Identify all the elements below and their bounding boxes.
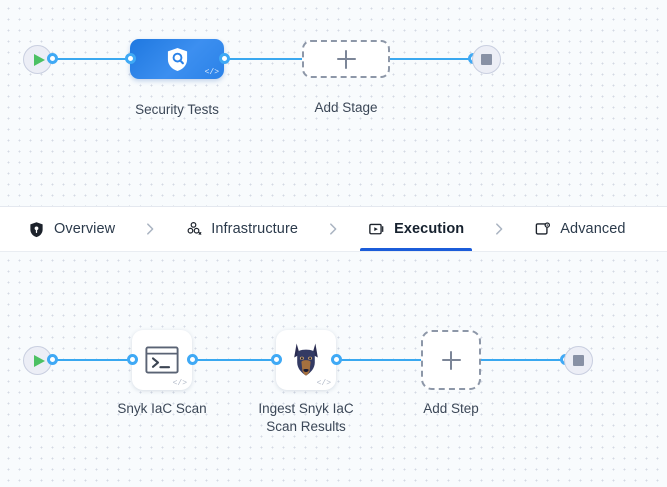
start-output-port[interactable] [47, 53, 58, 64]
terminal-icon [145, 346, 179, 374]
steps-canvas[interactable]: </> Snyk IaC Scan </> [0, 252, 667, 487]
wire-security-tests-to-add-stage [220, 58, 303, 60]
snyk-scan-input-port[interactable] [127, 354, 138, 365]
step-label-snyk-iac-scan: Snyk IaC Scan [117, 401, 207, 416]
tab-label-overview: Overview [54, 221, 116, 237]
tab-advanced[interactable]: Advanced [520, 207, 639, 251]
play-icon [33, 354, 45, 367]
step-node-snyk-iac-scan[interactable]: </> [132, 330, 192, 390]
steps-end-node[interactable] [564, 346, 593, 375]
shield-search-icon [167, 47, 187, 71]
stages-canvas[interactable]: </> Security Tests Add Stage [0, 0, 667, 206]
wire-start-to-security-tests [48, 58, 131, 60]
tab-separator-3 [478, 207, 520, 251]
code-badge: </> [204, 68, 219, 77]
chevron-right-icon [147, 223, 154, 235]
chevron-right-icon [496, 223, 503, 235]
tab-execution[interactable]: Execution [354, 207, 478, 251]
pipeline-section-tabs[interactable]: Overview Infrastructure [0, 206, 667, 252]
wire-ingest-to-add-step [334, 359, 422, 361]
tab-label-advanced: Advanced [560, 221, 626, 237]
step-node-ingest-snyk-results[interactable]: </> [276, 330, 336, 390]
plus-icon [441, 350, 461, 370]
play-icon [33, 53, 45, 66]
play-frame-icon [369, 223, 384, 234]
add-stage-button[interactable] [302, 40, 390, 78]
pipeline-end-node[interactable] [472, 45, 501, 74]
step-label-ingest-snyk-results: Ingest Snyk IaC Scan Results [258, 401, 354, 434]
wire-snyk-scan-to-ingest [190, 359, 278, 361]
code-badge: </> [172, 379, 187, 388]
code-badge: </> [316, 379, 331, 388]
wire-add-step-to-end [480, 359, 564, 361]
stage-node-security-tests[interactable]: </> [130, 39, 224, 79]
tab-label-infrastructure: Infrastructure [211, 221, 299, 237]
wire-start-to-snyk-scan [48, 359, 134, 361]
stop-square-icon [481, 54, 492, 65]
tab-separator-2 [312, 207, 354, 251]
security-tests-output-port[interactable] [219, 53, 230, 64]
snyk-scan-output-port[interactable] [187, 354, 198, 365]
ingest-input-port[interactable] [271, 354, 282, 365]
tab-overview[interactable]: Overview [14, 207, 129, 251]
wire-add-stage-to-end [390, 58, 472, 60]
stop-square-icon [573, 355, 584, 366]
tab-separator-1 [129, 207, 171, 251]
nodes-cluster-icon [187, 221, 202, 235]
add-stage-label: Add Stage [314, 100, 378, 115]
plus-icon [336, 49, 356, 69]
steps-start-output-port[interactable] [47, 354, 58, 365]
add-step-button[interactable] [421, 330, 481, 390]
stage-label-security-tests: Security Tests [135, 102, 219, 117]
ingest-output-port[interactable] [331, 354, 342, 365]
chevron-right-icon [330, 223, 337, 235]
add-step-label: Add Step [423, 401, 479, 416]
tab-label-execution: Execution [394, 221, 465, 237]
tab-infrastructure[interactable]: Infrastructure [171, 207, 312, 251]
shield-filled-icon [30, 221, 43, 237]
snyk-doberman-icon [294, 343, 318, 376]
security-tests-input-port[interactable] [125, 53, 136, 64]
window-gear-icon [535, 221, 551, 235]
